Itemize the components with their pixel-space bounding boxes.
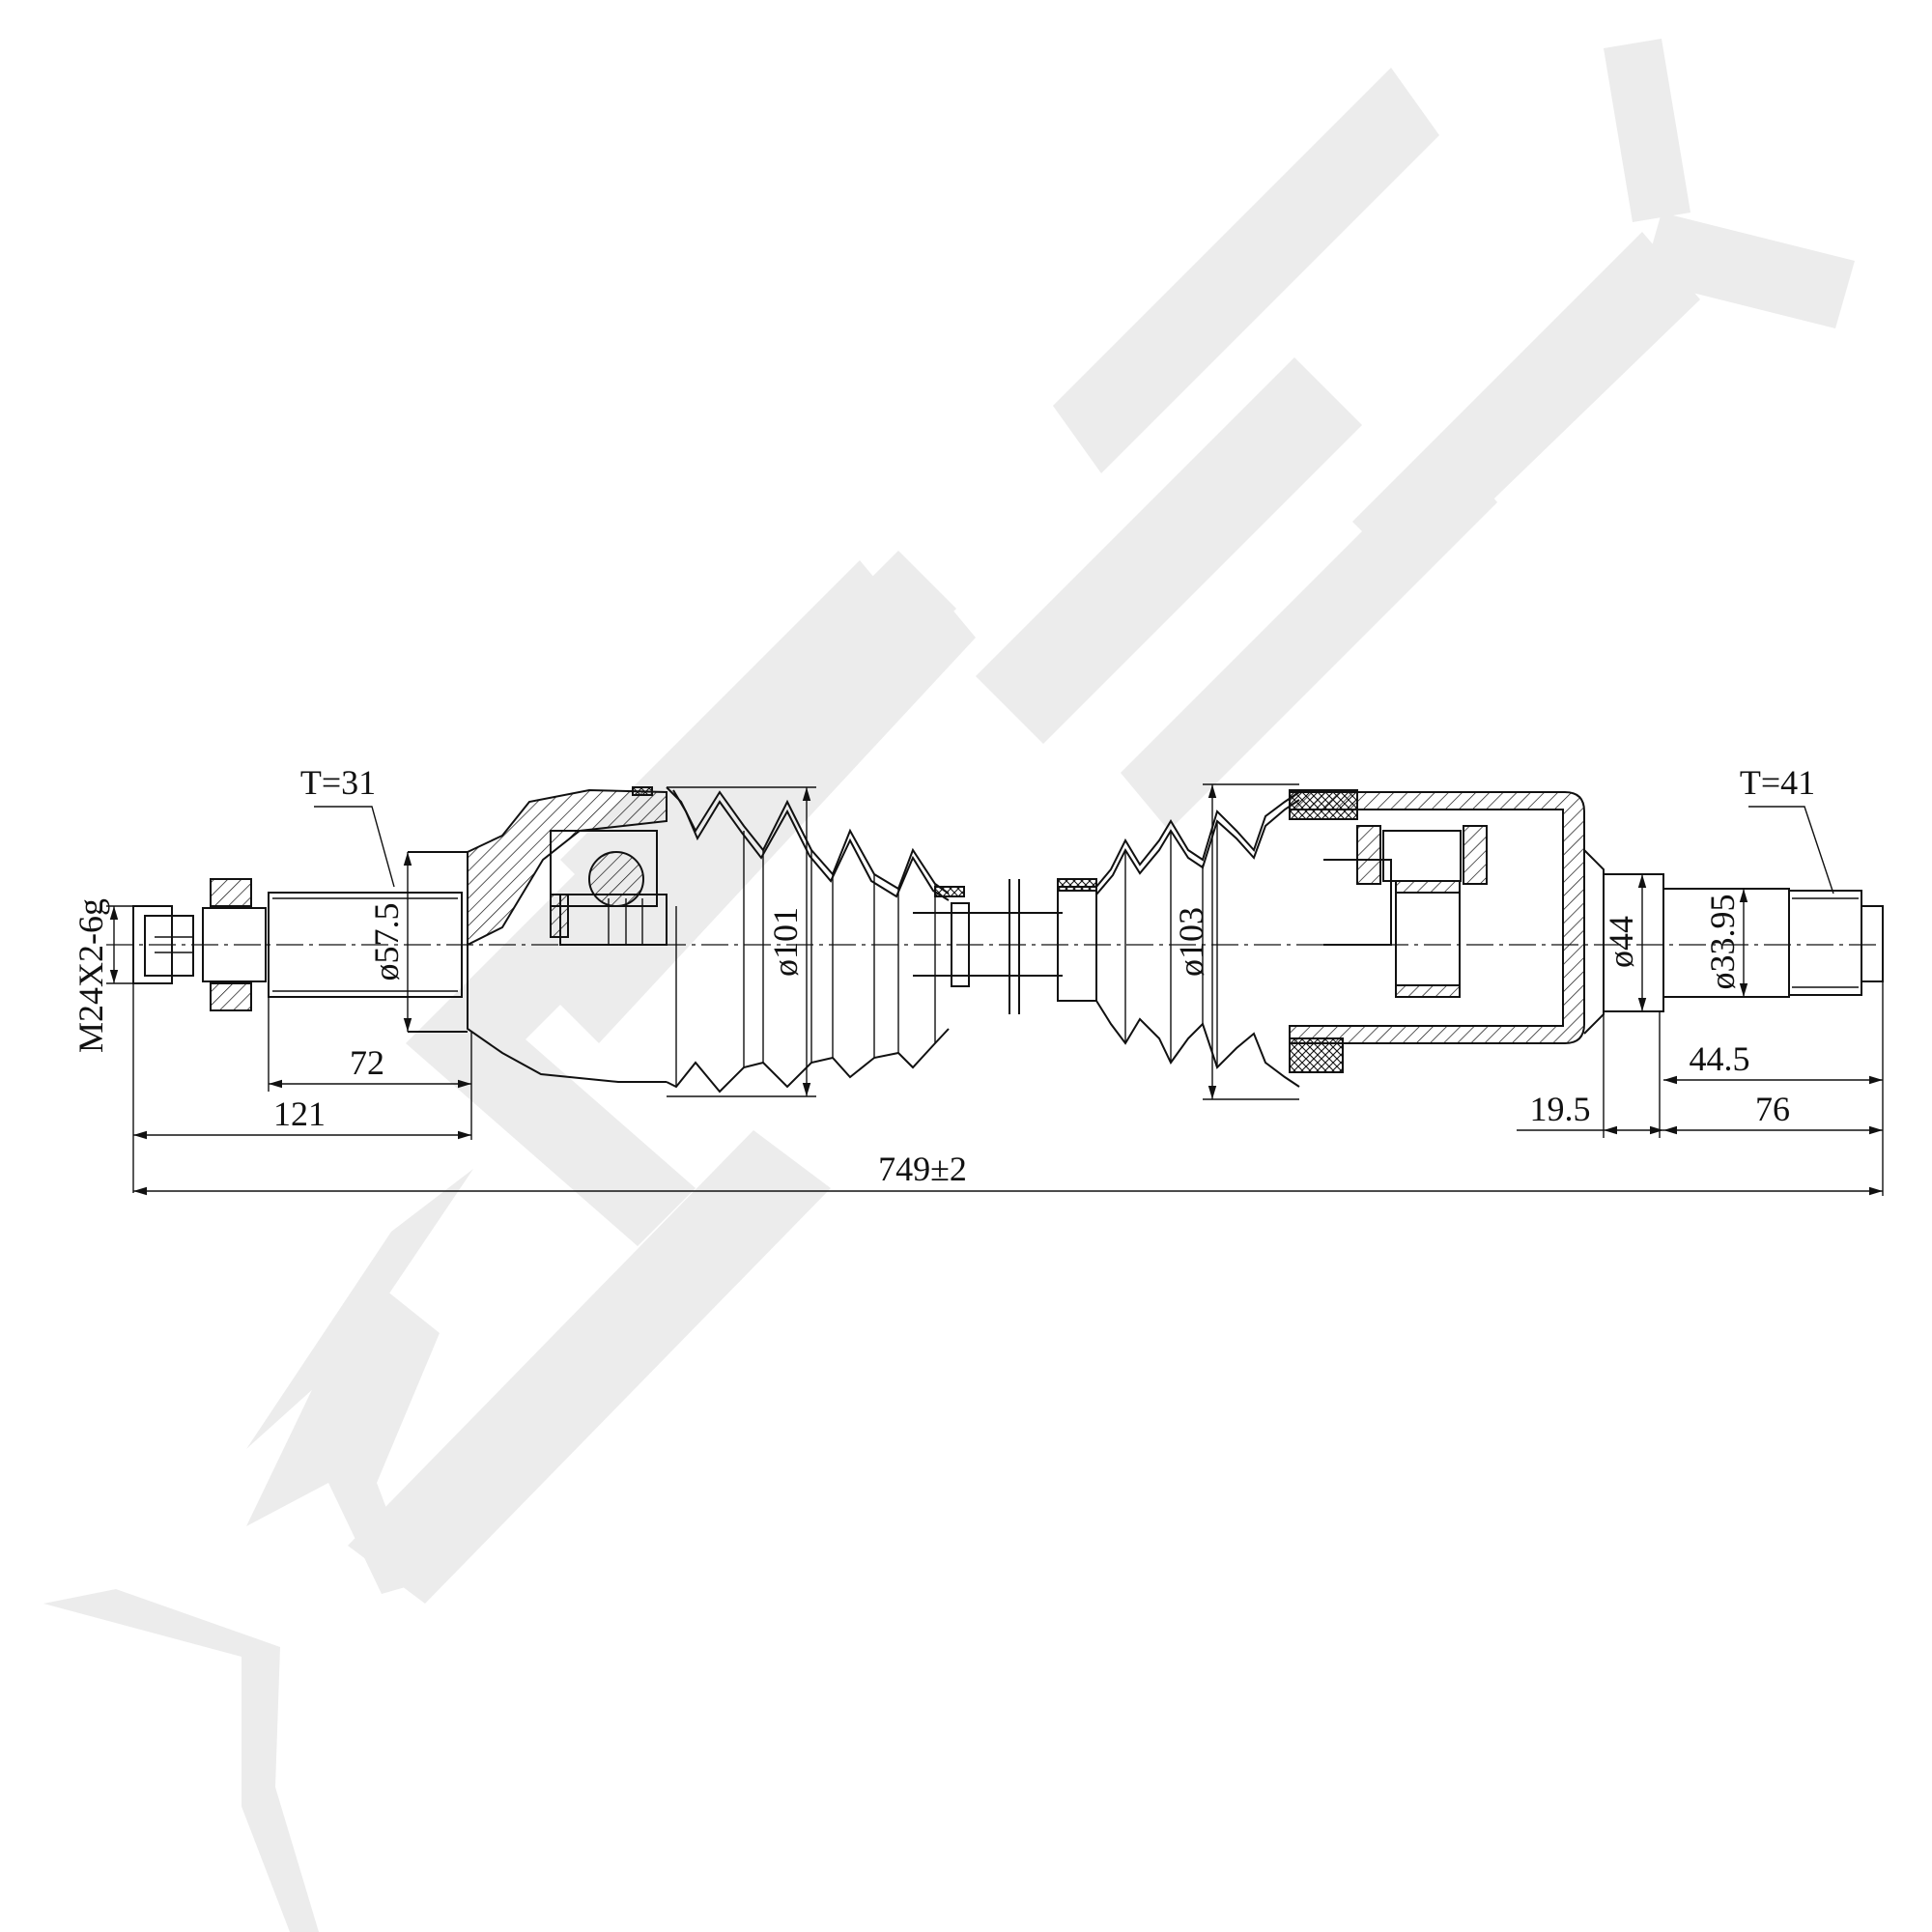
inner-spline-diameter-label: ø33.95 bbox=[1703, 895, 1742, 990]
inner-tripod-joint bbox=[1289, 789, 1605, 1073]
inner-stub-shaft bbox=[1603, 873, 1884, 1012]
outer-boot-diameter-label: ø101 bbox=[766, 907, 805, 977]
intermediate-shaft bbox=[913, 878, 1097, 1014]
right-tooth-count-label: T=41 bbox=[1740, 763, 1815, 802]
inner-boot-diameter-label: ø103 bbox=[1172, 907, 1210, 977]
outer-joint-diameter-label: ø57.5 bbox=[367, 903, 406, 981]
overall-length-label: 749±2 bbox=[878, 1150, 967, 1188]
outer-stub-thread bbox=[132, 878, 267, 1011]
outer-cv-joint bbox=[467, 788, 668, 1083]
outer-stub-length-label: 121 bbox=[273, 1094, 326, 1133]
inner-shoulder-length-label: 19.5 bbox=[1530, 1090, 1591, 1128]
dimension-lines bbox=[106, 783, 1884, 1196]
inner-stub-length-label: 76 bbox=[1755, 1090, 1790, 1128]
outer-spline-shaft bbox=[268, 851, 468, 1033]
watermark-logo bbox=[43, 39, 1855, 1932]
thread-spec-label: M24X2-6g bbox=[71, 898, 110, 1053]
inner-spline-length-label: 44.5 bbox=[1690, 1039, 1750, 1078]
inner-boot bbox=[1095, 791, 1300, 1088]
inner-seal-diameter-label: ø44 bbox=[1602, 916, 1640, 968]
left-tooth-count-label: T=31 bbox=[300, 763, 376, 802]
outer-spline-length-label: 72 bbox=[350, 1043, 384, 1082]
